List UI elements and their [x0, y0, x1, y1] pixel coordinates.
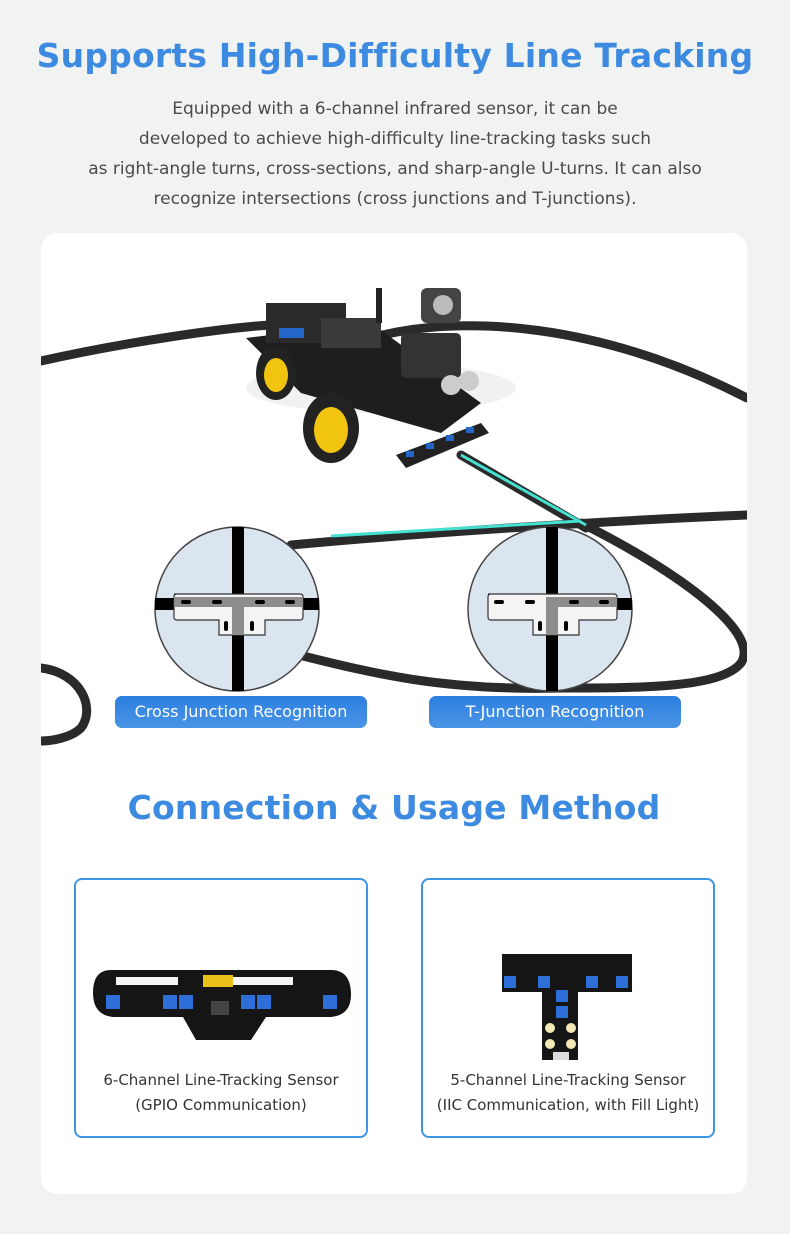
description-line: Equipped with a 6-channel infrared senso…: [172, 99, 618, 119]
cross-junction-diagram: [154, 526, 320, 692]
product-name: 6-Channel Line-Tracking Sensor: [103, 1071, 339, 1089]
six-channel-sensor-image: [93, 970, 351, 1040]
description-line: as right-angle turns, cross-sections, an…: [88, 159, 702, 179]
line-tracking-scene: [41, 288, 747, 746]
t-junction-label: T-Junction Recognition: [429, 696, 681, 728]
cross-junction-label: Cross Junction Recognition: [115, 696, 367, 728]
section-title: Connection & Usage Method: [127, 788, 661, 827]
product-card-5-channel: 5-Channel Line-Tracking Sensor (IIC Comm…: [421, 878, 715, 1138]
t-junction-diagram: [467, 526, 633, 692]
product-name: 5-Channel Line-Tracking Sensor: [450, 1071, 686, 1089]
five-channel-sensor-image: [502, 954, 632, 1060]
product-card-6-channel: 6-Channel Line-Tracking Sensor (GPIO Com…: [74, 878, 368, 1138]
description-line: recognize intersections (cross junctions…: [153, 189, 637, 209]
product-detail: (GPIO Communication): [135, 1096, 307, 1114]
product-caption: 5-Channel Line-Tracking Sensor (IIC Comm…: [423, 1068, 713, 1118]
description-line: developed to achieve high-difficulty lin…: [138, 129, 652, 149]
product-caption: 6-Channel Line-Tracking Sensor (GPIO Com…: [76, 1068, 366, 1118]
main-card: Cross Junction Recognition T-Junction Re…: [41, 233, 747, 1194]
description: Equipped with a 6-channel infrared senso…: [40, 94, 750, 214]
robot-car-image: [246, 288, 516, 468]
product-detail: (IIC Communication, with Fill Light): [436, 1096, 700, 1114]
page-title: Supports High-Difficulty Line Tracking: [36, 36, 754, 75]
